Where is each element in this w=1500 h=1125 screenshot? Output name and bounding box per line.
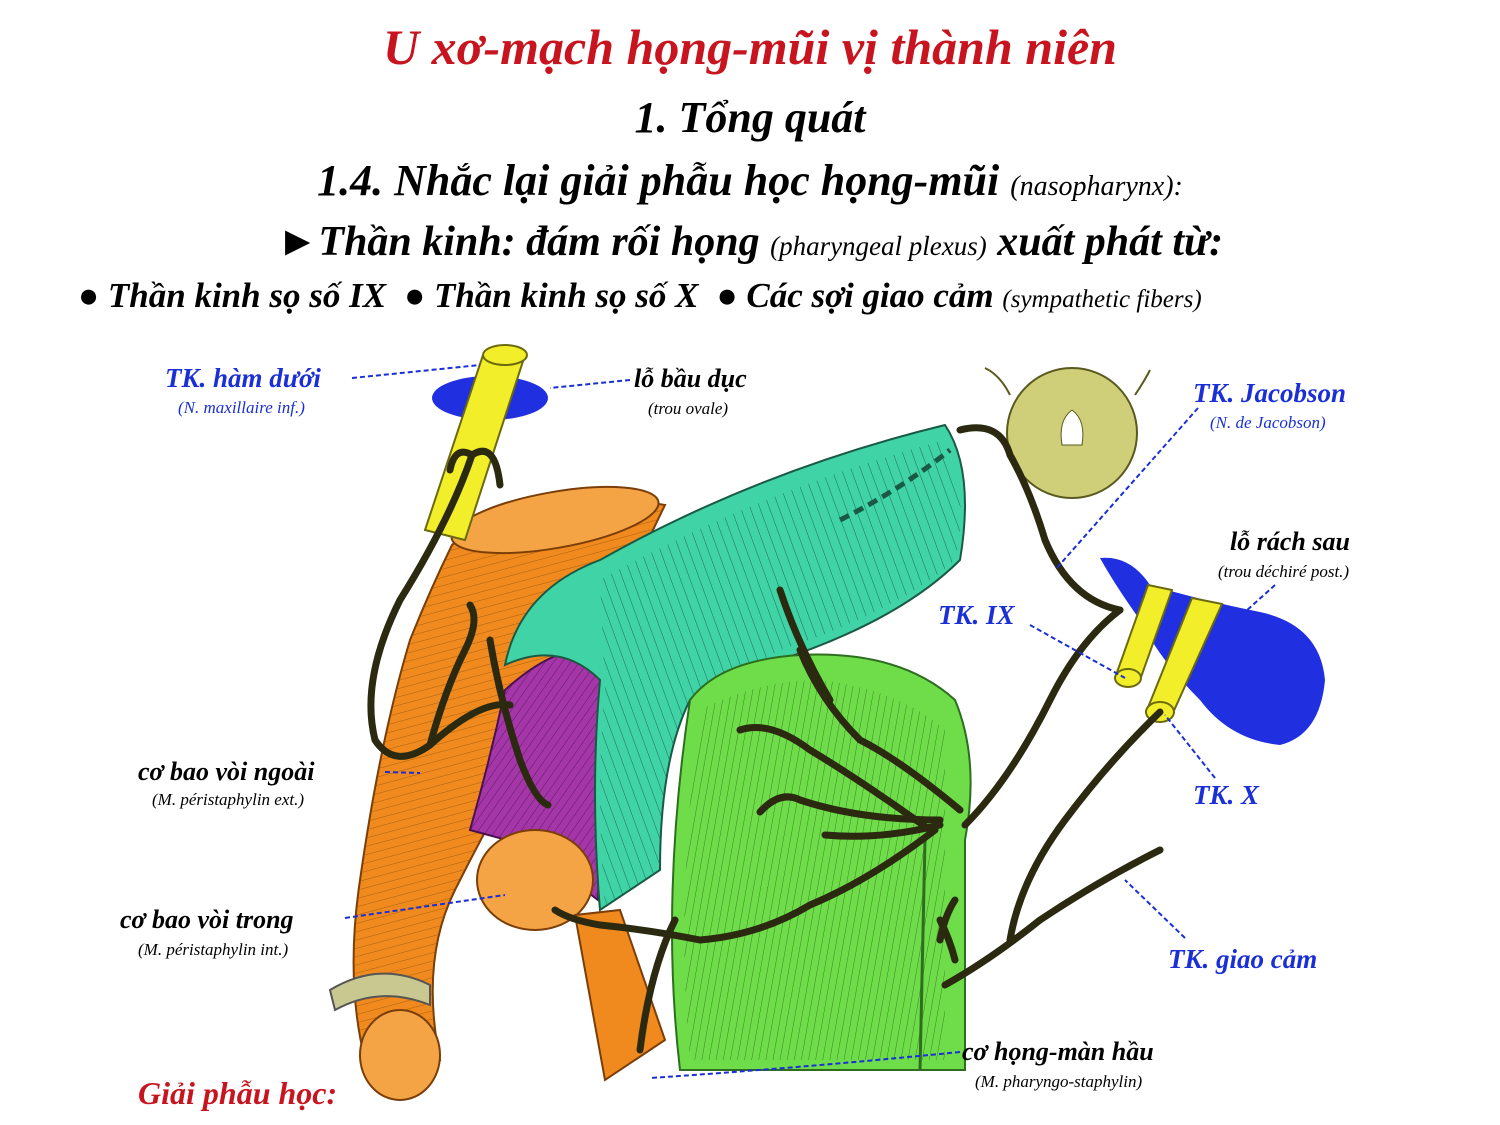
leader-lines <box>344 364 1276 1079</box>
label-inner-tube-muscle: cơ bao vòi trong <box>120 905 294 934</box>
bullet-icon: ● <box>716 276 738 315</box>
label-anatomy: Giải phẫu học: <box>138 1075 337 1111</box>
label-mandibular-nerve-latin: (N. maxillaire inf.) <box>178 398 305 417</box>
bullet-icon: ● <box>78 276 100 315</box>
origin-item-sympathetic: Các sợi giao cảm <box>746 276 994 315</box>
pharyngeal-plexus-branches <box>367 424 1164 1054</box>
label-foramen-ovale: lỗ bầu dục <box>634 364 747 393</box>
tympanic-disk-shape <box>984 367 1151 499</box>
label-nerve-x: TK. X <box>1193 780 1260 810</box>
label-posterior-foramen-latin: (trou déchiré post.) <box>1218 562 1349 581</box>
label-sympathetic-nerve: TK. giao cảm <box>1168 944 1317 974</box>
label-nerve-ix: TK. IX <box>938 600 1016 630</box>
slide-title: U xơ-mạch họng-mũi vị thành niên <box>383 19 1117 75</box>
label-foramen-ovale-latin: (trou ovale) <box>648 399 728 418</box>
subsection-heading-text: 1.4. Nhắc lại giải phẫu học họng-mũi <box>317 156 1000 205</box>
section-heading: 1. Tổng quát <box>634 93 866 142</box>
green-muscle-shape <box>671 653 972 1071</box>
label-palatopharyngeus-muscle: cơ họng-màn hầu <box>962 1037 1154 1066</box>
label-posterior-foramen: lỗ rách sau <box>1230 527 1350 556</box>
origin-item-sympathetic-latin: (sympathetic fibers) <box>1002 286 1202 313</box>
label-palatopharyngeus-muscle-latin: (M. pharyngo-staphylin) <box>975 1072 1142 1091</box>
label-mandibular-nerve: TK. hàm dưới <box>165 363 321 393</box>
subsection-heading-latin: (nasopharynx): <box>1010 171 1183 202</box>
arrow-bullet-icon: ► <box>276 219 319 265</box>
subsection-heading: 1.4. Nhắc lại giải phẫu học họng-mũi (na… <box>0 155 1500 206</box>
nerve-heading-text: Thần kinh: đám rối họng <box>318 219 760 265</box>
label-jacobson-nerve: TK. Jacobson <box>1193 378 1346 408</box>
origin-list: ● Thần kinh sọ số IX● Thần kinh sọ số X●… <box>78 276 1458 316</box>
label-outer-tube-muscle-latin: (M. péristaphylin ext.) <box>152 790 304 809</box>
nerve-heading-end: xuất phát từ: <box>997 219 1224 265</box>
label-inner-tube-muscle-latin: (M. péristaphylin int.) <box>138 940 288 959</box>
label-outer-tube-muscle: cơ bao vòi ngoài <box>138 757 315 786</box>
origin-item-x: Thần kinh sọ số X <box>433 276 699 315</box>
label-jacobson-nerve-latin: (N. de Jacobson) <box>1210 413 1326 432</box>
bullet-icon: ● <box>404 276 426 315</box>
nerve-heading-latin: (pharyngeal plexus) <box>770 231 987 261</box>
origin-item-ix: Thần kinh sọ số IX <box>107 276 387 315</box>
mandibular-nerve-shape <box>423 344 548 542</box>
nerve-heading: ►Thần kinh: đám rối họng (pharyngeal ple… <box>0 218 1500 266</box>
